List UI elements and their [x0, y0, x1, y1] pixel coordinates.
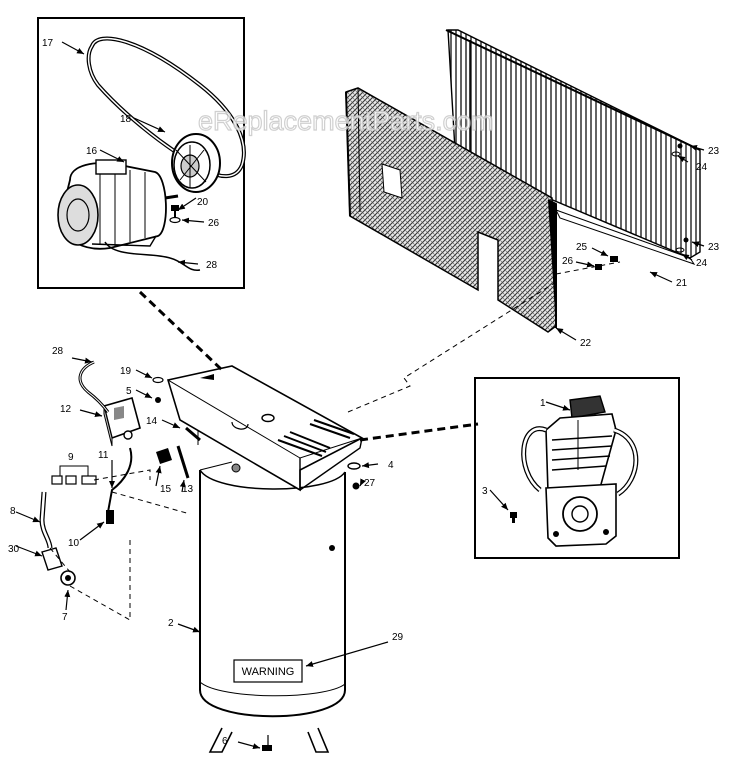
part-label: 16 — [86, 146, 98, 157]
part-label: 24 — [696, 162, 708, 173]
bolt-washer — [169, 205, 181, 224]
warning-label: WARNING — [242, 666, 295, 678]
part-label: 14 — [146, 416, 158, 427]
part-label: 10 — [68, 538, 80, 549]
part-label: 8 — [10, 506, 16, 517]
part-label: 7 — [62, 612, 68, 623]
part-label: 24 — [696, 258, 708, 269]
part-label: 29 — [392, 632, 404, 643]
dashed-leaders — [49, 261, 621, 621]
platform — [166, 365, 364, 492]
pulley — [171, 133, 221, 193]
part-label: 20 — [197, 197, 209, 208]
belt-guard — [345, 29, 701, 333]
pump — [521, 395, 639, 547]
part-label: 26 — [562, 256, 574, 267]
part-label: 17 — [42, 38, 54, 49]
warning-label-box — [233, 659, 303, 683]
part-label: 11 — [98, 450, 109, 461]
part-label: 30 — [8, 544, 20, 555]
part-labels: 17 18 16 20 26 28 23 24 25 23 26 24 21 2… — [8, 38, 720, 747]
part-label: 23 — [708, 146, 720, 157]
part-label: 15 — [160, 484, 172, 495]
air-tank: WARNING — [199, 469, 346, 753]
part-label: 19 — [120, 366, 132, 377]
check-valve — [41, 547, 76, 586]
part-label: 9 — [68, 452, 74, 463]
part-label: 27 — [364, 478, 376, 489]
fittings-9 — [51, 475, 97, 485]
part-label: 21 — [676, 278, 688, 289]
motor-inset-box — [37, 17, 246, 289]
part-label: 4 — [388, 460, 394, 471]
power-cord — [78, 360, 110, 413]
part-label: 26 — [208, 218, 220, 229]
part-label: 25 — [576, 242, 588, 253]
part-label: 22 — [580, 338, 592, 349]
part-label: 28 — [206, 260, 218, 271]
part-label: 12 — [60, 404, 72, 415]
unloader-tube — [107, 447, 133, 513]
part-label: 6 — [222, 736, 228, 747]
motor — [57, 159, 201, 271]
pressure-switch — [103, 397, 141, 447]
pump-bolt — [510, 512, 517, 523]
part-label: 18 — [120, 114, 132, 125]
part-label: 5 — [126, 386, 132, 397]
part-label: 28 — [52, 346, 64, 357]
part-label: 1 — [540, 398, 546, 409]
part-label: 2 — [168, 618, 174, 629]
pump-inset-box — [474, 377, 680, 559]
arrows — [15, 41, 705, 750]
part-label: 23 — [708, 242, 720, 253]
part-label: 3 — [482, 486, 488, 497]
part-label: 13 — [182, 484, 194, 495]
watermark: eReplacementParts.com — [198, 106, 494, 136]
bracket-9 — [59, 465, 89, 476]
